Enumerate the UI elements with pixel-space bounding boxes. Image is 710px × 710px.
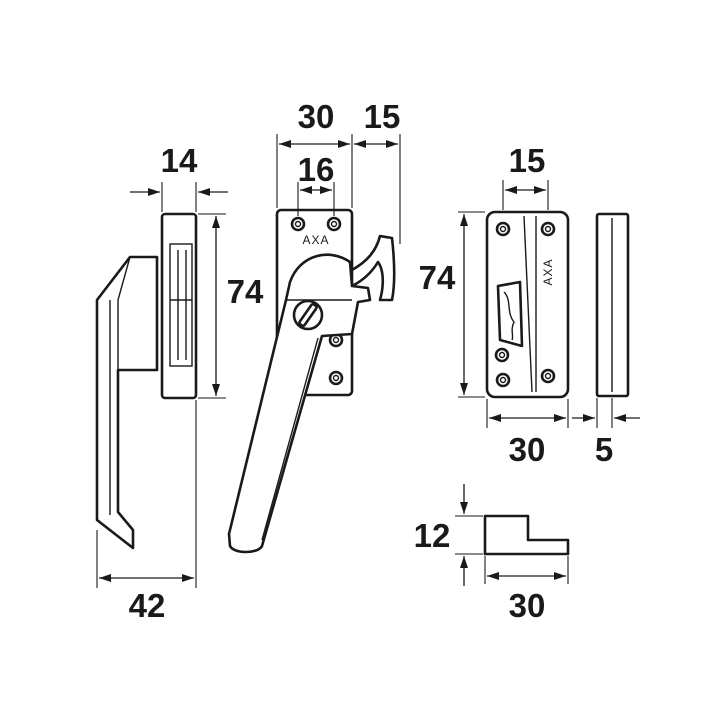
wedge-block — [483, 514, 570, 556]
dim-label-14: 14 — [161, 142, 198, 179]
dim-label-30-wedge: 30 — [509, 587, 546, 624]
dim-label-74-left: 74 — [227, 273, 264, 310]
dim-label-30-keeper: 30 — [509, 431, 546, 468]
latch-side-plate — [160, 212, 198, 400]
dim-handle-body-width: 30 — [276, 98, 353, 208]
dim-label-42: 42 — [129, 587, 166, 624]
handle-side-profile — [95, 255, 159, 550]
dim-label-30-top: 30 — [298, 98, 335, 135]
dim-label-15-top: 15 — [364, 98, 401, 135]
dim-label-16: 16 — [298, 151, 335, 188]
dim-keeper-slot-width: 15 — [502, 142, 549, 210]
dim-wedge-width: 30 — [484, 556, 569, 624]
dim-screw-spacing: 16 — [297, 151, 335, 216]
dim-wedge-height: 12 — [414, 484, 483, 586]
dim-latch-side-width: 14 — [130, 142, 228, 212]
dim-keeper-height: 74 — [419, 211, 485, 398]
dim-label-5: 5 — [595, 431, 613, 468]
dim-spacer-thickness: 5 — [572, 398, 640, 468]
dim-latch-side-height: 74 — [198, 213, 264, 399]
handle-front-view: AXA — [227, 208, 396, 554]
keeper-brand-mark: AXA — [541, 258, 555, 285]
dim-hook-offset: 15 — [354, 98, 401, 244]
dim-keeper-width: 30 — [486, 399, 569, 468]
dim-label-12: 12 — [414, 517, 451, 554]
dim-handle-depth: 42 — [96, 400, 197, 624]
keeper-plate: AXA — [485, 210, 570, 399]
handle-brand-mark: AXA — [302, 233, 329, 247]
dim-label-74-right: 74 — [419, 259, 456, 296]
dim-label-15-keeper: 15 — [509, 142, 546, 179]
spacer-block — [595, 212, 630, 398]
